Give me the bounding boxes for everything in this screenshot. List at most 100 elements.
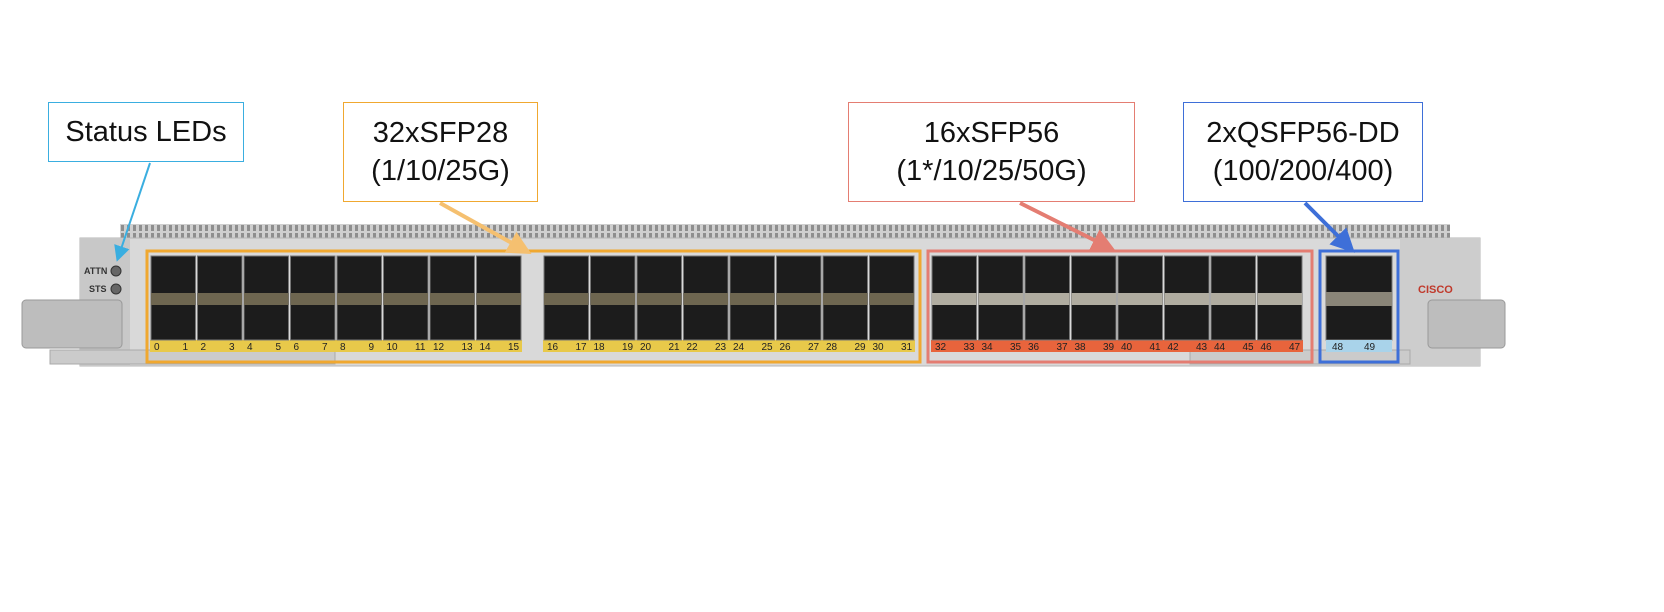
port-number-label: 43 <box>1196 342 1208 353</box>
port-number-label: 16 <box>547 342 559 353</box>
sfp28-group-outline <box>145 249 922 364</box>
sfp56-label-strip <box>931 340 1303 352</box>
port-number-label: 6 <box>294 342 300 353</box>
cage-latch <box>1211 293 1256 305</box>
cage-latch <box>730 293 775 305</box>
cage-latch <box>1071 293 1116 305</box>
qsfp-separator <box>1326 292 1392 306</box>
port-number-label: 41 <box>1150 342 1162 353</box>
cage-latch <box>1118 293 1163 305</box>
cage-latch <box>383 293 428 305</box>
sfp56-arrow <box>1019 201 1116 251</box>
cage-latch <box>151 293 196 305</box>
sts-led-icon <box>110 283 122 295</box>
port-number-label: 0 <box>154 342 160 353</box>
port-number-label: 45 <box>1243 342 1255 353</box>
port-number-label: 49 <box>1364 342 1376 353</box>
callout-title: 32xSFP28 <box>372 117 509 149</box>
port-number-label: 27 <box>808 342 820 353</box>
cage-latch <box>637 293 682 305</box>
port-number-label: 32 <box>935 342 947 353</box>
port-number-label: 23 <box>715 342 727 353</box>
sfp28-arrow <box>439 201 532 254</box>
port-number-label: 9 <box>369 342 375 353</box>
port-number-label: 2 <box>201 342 207 353</box>
callout-title: 2xQSFP56-DD <box>1206 117 1400 149</box>
port-number-label: 18 <box>594 342 606 353</box>
port-number-label: 25 <box>762 342 774 353</box>
cage-latch <box>544 293 589 305</box>
sfp28-label-strip <box>150 340 522 352</box>
attn-led-label: ATTN <box>84 266 107 276</box>
port-number-label: 4 <box>247 342 253 353</box>
port-number-label: 5 <box>276 342 282 353</box>
cage-latch <box>683 293 728 305</box>
port-number-label: 17 <box>576 342 588 353</box>
port-number-label: 39 <box>1103 342 1115 353</box>
port-number-label: 14 <box>480 342 492 353</box>
port-number-label: 15 <box>508 342 520 353</box>
sfp56-group-outline <box>926 249 1314 364</box>
callout-speeds: (1/10/25G) <box>371 155 510 187</box>
qsfp-label-strip <box>1326 340 1392 352</box>
cage-latch <box>869 293 914 305</box>
cage-latch <box>590 293 635 305</box>
attn-led-icon <box>110 265 122 277</box>
port-number-label: 13 <box>462 342 474 353</box>
cage-latch <box>337 293 382 305</box>
callout-speeds: (1*/10/25/50G) <box>896 155 1087 187</box>
port-number-label: 26 <box>780 342 792 353</box>
port-number-label: 31 <box>901 342 913 353</box>
port-number-label: 35 <box>1010 342 1022 353</box>
port-number-label: 10 <box>387 342 399 353</box>
port-number-label: 38 <box>1075 342 1087 353</box>
port-number-label: 40 <box>1121 342 1133 353</box>
cage-latch <box>476 293 521 305</box>
port-number-label: 29 <box>855 342 867 353</box>
sfp28-label-strip <box>543 340 915 352</box>
port-number-label: 46 <box>1261 342 1273 353</box>
sfp56-callout: 16xSFP56 (1*/10/25/50G) <box>848 102 1135 202</box>
port-number-label: 20 <box>640 342 652 353</box>
port-number-label: 8 <box>340 342 346 353</box>
port-number-label: 42 <box>1168 342 1180 353</box>
port-number-label: 11 <box>415 342 426 353</box>
port-number-label: 7 <box>322 342 328 353</box>
port-number-label: 33 <box>964 342 976 353</box>
port-number-label: 47 <box>1289 342 1301 353</box>
port-number-label: 12 <box>433 342 445 353</box>
qsfp-group-outline <box>1318 249 1400 364</box>
cage-latch <box>823 293 868 305</box>
cisco-logo: CISCO <box>1418 284 1453 296</box>
callout-title: 16xSFP56 <box>923 117 1060 149</box>
port-number-label: 48 <box>1332 342 1344 353</box>
cage-latch <box>932 293 977 305</box>
port-number-label: 3 <box>229 342 235 353</box>
status-leds-callout: Status LEDs <box>48 102 244 162</box>
qsfp-callout: 2xQSFP56-DD (100/200/400) <box>1183 102 1423 202</box>
qsfp-arrow <box>1303 201 1355 253</box>
cage-latch <box>1025 293 1070 305</box>
status-arrow <box>114 162 151 262</box>
left-ejector-handle <box>21 299 123 349</box>
cage-latch <box>430 293 475 305</box>
port-number-label: 36 <box>1028 342 1040 353</box>
cage-latch <box>776 293 821 305</box>
right-ejector-handle <box>1427 299 1506 349</box>
callout-title: Status LEDs <box>65 116 227 148</box>
sfp28-callout: 32xSFP28 (1/10/25G) <box>343 102 538 202</box>
cage-latch <box>978 293 1023 305</box>
callout-speeds: (100/200/400) <box>1212 155 1394 187</box>
cage-latch <box>1257 293 1302 305</box>
port-number-label: 34 <box>982 342 994 353</box>
cage-latch <box>1164 293 1209 305</box>
port-number-label: 1 <box>183 342 189 353</box>
port-number-label: 30 <box>873 342 885 353</box>
cage-latch <box>197 293 242 305</box>
sts-led-label: STS <box>89 284 107 294</box>
port-number-label: 24 <box>733 342 745 353</box>
cage-latch <box>244 293 289 305</box>
port-number-label: 37 <box>1057 342 1069 353</box>
